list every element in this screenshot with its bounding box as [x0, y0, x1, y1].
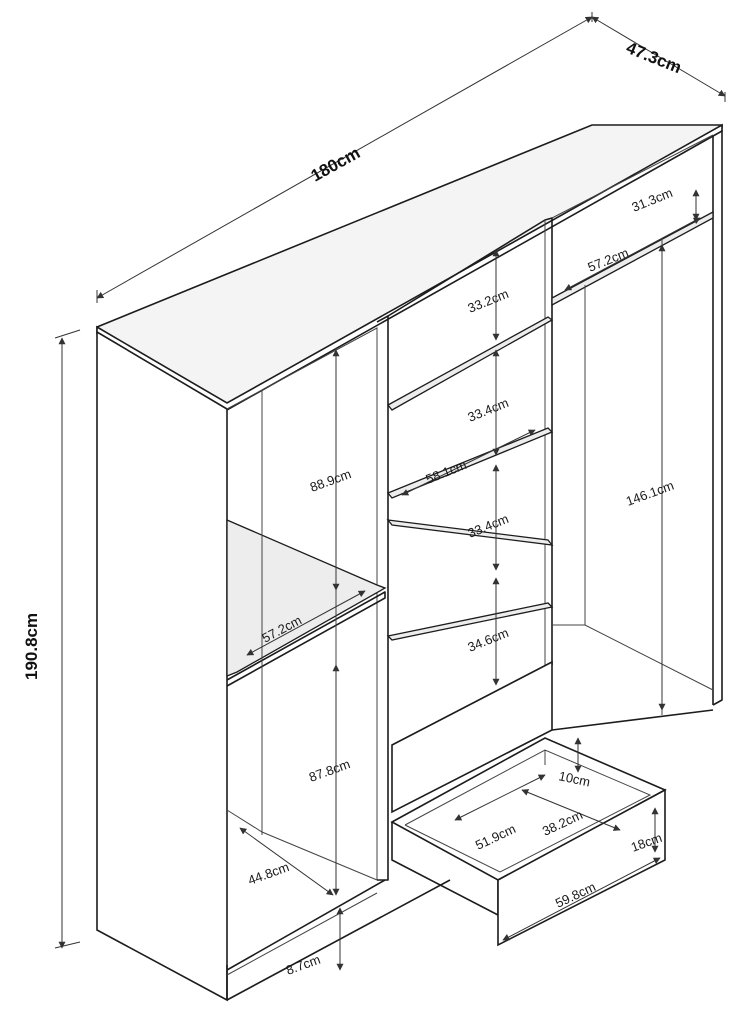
left-side-panel: [96, 330, 228, 1002]
top-board: [96, 124, 723, 407]
right-top-height-label: 31.3cm: [630, 185, 675, 215]
left-upper-height-label: 88.9cm: [308, 466, 353, 495]
middle-shelf-4-label: 34.6cm: [466, 625, 511, 655]
left-bottom-depth-label: 44.8cm: [246, 859, 291, 888]
overall-depth-label: 47.3cm: [624, 38, 685, 77]
middle-shelf-4: [386, 602, 554, 641]
drawer-inner-height-label: 10cm: [557, 768, 591, 789]
right-top-shelf: [551, 210, 714, 307]
dimension-lines: [54, 12, 726, 971]
overall-height-label: 190.8cm: [22, 613, 41, 680]
plinth-height-label: 8.7cm: [284, 952, 322, 978]
overall-width-label: 180cm: [308, 143, 364, 185]
middle-shelf-width-label: 58.1cm: [424, 457, 469, 487]
middle-shelf-2: [386, 427, 554, 499]
right-hanging-height-label: 146.1cm: [624, 478, 676, 509]
middle-shelf-1-label: 33.2cm: [466, 286, 511, 316]
middle-shelf-2-label: 33.4cm: [466, 395, 511, 425]
left-lower-height-label: 87.8cm: [307, 756, 352, 785]
middle-shelf-1: [387, 316, 554, 411]
